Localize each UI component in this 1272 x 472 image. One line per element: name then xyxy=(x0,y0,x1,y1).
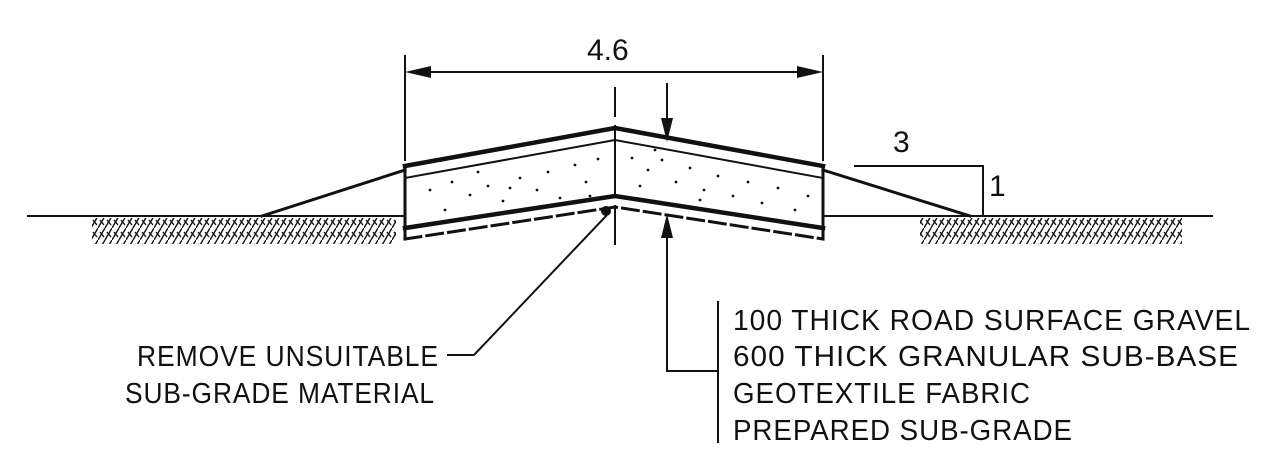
side-slope-left xyxy=(260,168,407,218)
width-dimension xyxy=(404,55,824,161)
width-label: 4.6 xyxy=(587,34,629,67)
ground-hatch-right xyxy=(920,218,1182,244)
surface-thickness-arrow xyxy=(661,83,673,142)
remove-material-leader xyxy=(447,206,611,356)
layer-label-geotextile: GEOTEXTILE FABRIC xyxy=(733,378,1031,410)
ground-hatch-left xyxy=(92,218,396,244)
layers-leader xyxy=(661,214,719,443)
side-slope-right xyxy=(821,168,972,218)
slope-indicator xyxy=(854,165,984,215)
remove-material-line-2: SUB-GRADE MATERIAL xyxy=(125,378,435,410)
remove-material-line-1: REMOVE UNSUITABLE xyxy=(137,341,439,373)
layer-label-sub-base: 600 THICK GRANULAR SUB-BASE xyxy=(733,341,1239,373)
layer-label-surface-gravel: 100 THICK ROAD SURFACE GRAVEL xyxy=(733,305,1251,337)
slope-vertical-label: 1 xyxy=(989,170,1006,203)
layer-label-subgrade: PREPARED SUB-GRADE xyxy=(733,415,1073,447)
aggregate-dots xyxy=(428,148,810,212)
slope-horizontal-label: 3 xyxy=(893,126,910,159)
